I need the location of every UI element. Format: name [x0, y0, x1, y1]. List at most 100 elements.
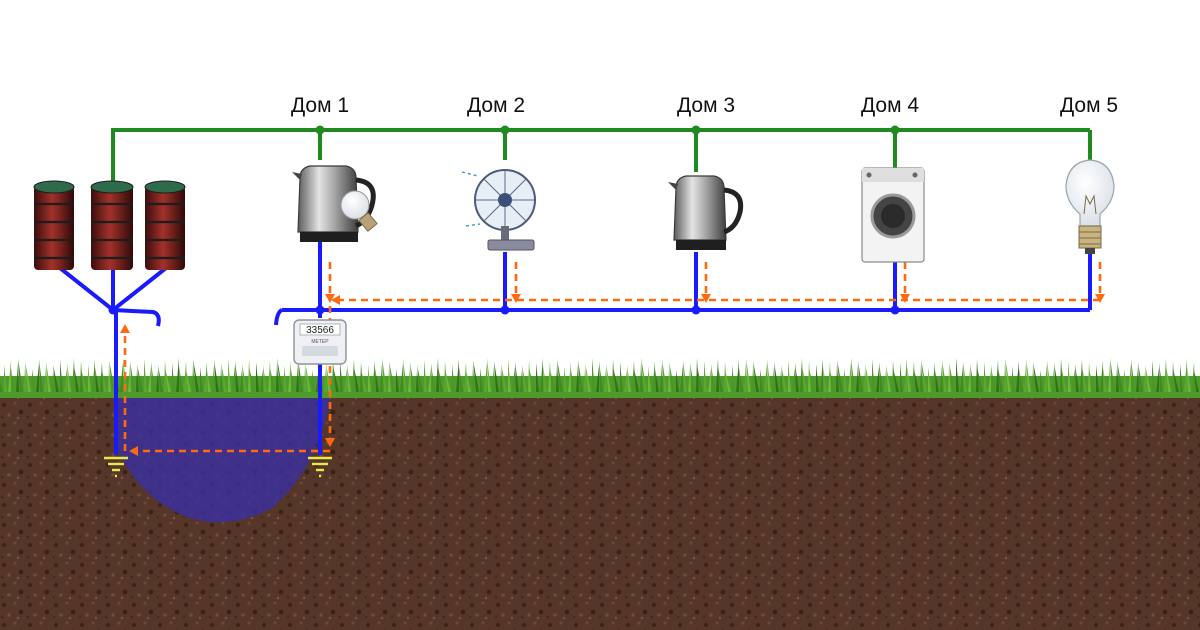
grass-blade [24, 366, 27, 392]
kettle-with-bulb-icon [292, 165, 378, 242]
grass-blade [1156, 368, 1159, 392]
grass-blade [634, 368, 639, 392]
grass-blade [417, 365, 423, 392]
grass-blade [192, 364, 195, 392]
grass-blade [858, 361, 863, 392]
grass-blade [46, 362, 51, 392]
grass-blade [851, 358, 855, 392]
grass-blade [340, 361, 343, 392]
grass-blade [718, 367, 723, 392]
house-5-label: Дом 5 [1059, 94, 1119, 117]
arrowhead [900, 294, 910, 303]
grass-blade [669, 362, 675, 392]
grass-blades [0, 358, 1199, 392]
grass-blade [333, 366, 339, 392]
grass-blade [220, 368, 223, 392]
arrowhead [129, 446, 138, 456]
grass-blade [403, 359, 407, 392]
grass-blade [844, 368, 847, 392]
transformer-neutral-stub [112, 308, 161, 327]
grass-blade [480, 368, 483, 392]
grass-blade [1061, 366, 1067, 392]
grass-blade [80, 361, 83, 392]
grass-blade [1144, 370, 1147, 392]
grass-blade [32, 369, 35, 392]
grass-blade [466, 370, 471, 392]
transformer [33, 180, 186, 270]
grass-blade [438, 366, 443, 392]
phase-junction [315, 125, 325, 135]
grass-blade [1047, 360, 1051, 392]
grass-blade [0, 381, 3, 392]
grass-blade [4, 365, 7, 392]
grass-blade [156, 370, 159, 392]
grass-blade [676, 370, 679, 392]
grass-blade [886, 365, 891, 392]
neutral-junction [890, 305, 900, 315]
kettle-icon [668, 175, 744, 250]
grass-blade [543, 366, 547, 392]
grass-blade [571, 370, 575, 392]
grass-blade [1016, 361, 1019, 392]
grass-blade [599, 361, 603, 392]
grass-blade [408, 367, 411, 392]
grass-blade [752, 366, 755, 392]
grass-blade [487, 358, 491, 392]
grass-blade [795, 363, 799, 392]
electricity-meter: 33566 МЕТЕР [293, 319, 347, 365]
grass-blade [872, 359, 875, 392]
grass-blade [627, 365, 631, 392]
grass-blade [655, 369, 659, 392]
grass-blade [109, 360, 115, 392]
grass-blade [512, 367, 515, 392]
grass-blade [556, 364, 559, 392]
grass-blade [1068, 361, 1071, 392]
grass-blade [1012, 366, 1015, 392]
grass-blade [165, 368, 171, 392]
grass-blade [1152, 360, 1155, 392]
grass-blade [632, 360, 635, 392]
grass-blade [256, 362, 259, 392]
desk-fan-icon [461, 169, 536, 251]
grass-blade [744, 363, 747, 392]
grass-blade [1128, 364, 1131, 392]
grass-blade [977, 367, 983, 392]
grass-blade [36, 364, 39, 392]
grass-blade [1044, 365, 1047, 392]
grass-blade [976, 359, 979, 392]
grass-blade [1192, 362, 1195, 392]
grass-blade [368, 365, 371, 392]
grass-blade [472, 365, 475, 392]
grass-blade [372, 360, 375, 392]
grass-blade [792, 368, 795, 392]
grass-blade [724, 362, 727, 392]
grass-blade [193, 359, 199, 392]
grass-blade [500, 369, 503, 392]
grass-blade [942, 360, 947, 392]
grass-blade [830, 370, 835, 392]
grass-blade [136, 369, 139, 392]
grass-blade [900, 363, 903, 392]
grass-blade [291, 369, 295, 392]
grass-blade [704, 361, 707, 392]
grass-blade [928, 367, 931, 392]
grass-blade [690, 363, 695, 392]
grass-blade [380, 363, 383, 392]
grass-blade [540, 358, 543, 392]
grass-blade [520, 370, 523, 392]
grass-blade [424, 360, 427, 392]
grass-blade [1088, 362, 1091, 392]
grass-blade [305, 362, 311, 392]
grass-blade [214, 360, 219, 392]
grass-blade [1072, 369, 1075, 392]
grass-blade [948, 368, 951, 392]
neutral-junction [500, 305, 510, 315]
grass-blade [352, 359, 355, 392]
grass-blade [436, 358, 439, 392]
grass-blade [1117, 361, 1123, 392]
grass-blade [232, 366, 235, 392]
grass-blade [660, 364, 663, 392]
grass-blade [956, 358, 959, 392]
